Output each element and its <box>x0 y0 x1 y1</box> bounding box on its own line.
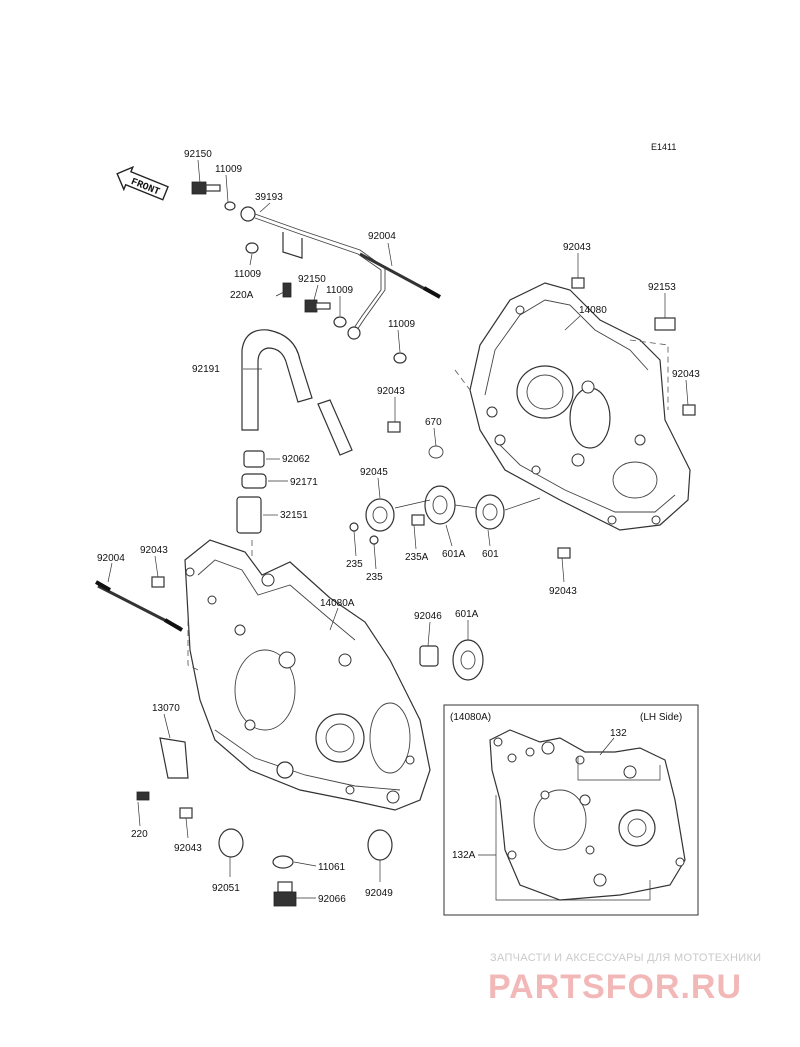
label-92043-right: 92043 <box>672 369 700 380</box>
leader-lines <box>107 159 689 899</box>
label-11009-c: 11009 <box>326 285 354 296</box>
label-92051: 92051 <box>212 883 240 894</box>
diagram-code: E1411 <box>651 142 676 152</box>
label-11009-d: 11009 <box>388 319 416 330</box>
plate-13070 <box>159 737 189 779</box>
label-92043-lower-left: 92043 <box>174 843 202 854</box>
label-132A: 132A <box>452 850 476 861</box>
label-92191: 92191 <box>192 364 220 375</box>
label-92043-top: 92043 <box>563 242 591 253</box>
label-92046: 92046 <box>414 611 442 622</box>
label-92004-top: 92004 <box>368 231 396 242</box>
label-92171: 92171 <box>290 477 318 488</box>
dowel-92043-d <box>557 547 571 559</box>
dowel-92043-a <box>571 277 585 289</box>
stud-92153 <box>654 317 676 331</box>
oil-pipe-assembly <box>191 181 407 364</box>
label-220: 220 <box>131 829 148 840</box>
dowel-92043-c <box>387 421 401 433</box>
bolt-220 <box>136 791 150 801</box>
crankcase-right-14080 <box>454 282 691 531</box>
breather-hose-92191 <box>241 329 353 456</box>
dowel-92043-e <box>151 576 165 588</box>
label-39193: 39193 <box>255 192 283 203</box>
label-92045: 92045 <box>360 467 388 478</box>
label-92153: 92153 <box>648 282 676 293</box>
grommet-92062 <box>243 450 265 468</box>
label-13070: 13070 <box>152 703 180 714</box>
inset-side-label: (LH Side) <box>640 712 682 723</box>
label-32151: 32151 <box>280 510 308 521</box>
label-14080A: 14080A <box>320 598 355 609</box>
label-670: 670 <box>425 417 442 428</box>
stud-92004-top <box>359 252 441 299</box>
watermark-brand: PARTSFOR.RU <box>488 968 743 1006</box>
part-labels: 92150 11009 39193 11009 220A 92150 11009… <box>97 149 700 905</box>
label-601A-lower: 601A <box>455 609 479 620</box>
bearing-group-upper <box>349 485 541 545</box>
stud-92004-left <box>95 580 184 632</box>
dowel-92043-b <box>682 404 696 416</box>
dowel-92043-f <box>179 807 193 819</box>
label-92049: 92049 <box>365 888 393 899</box>
label-14080: 14080 <box>579 305 607 316</box>
o-ring-670 <box>428 445 444 459</box>
label-92066: 92066 <box>318 894 346 905</box>
label-92004-left: 92004 <box>97 553 125 564</box>
seal-92049 <box>367 829 393 861</box>
seal-92051 <box>218 828 244 858</box>
pipe-32151 <box>236 496 262 534</box>
label-132: 132 <box>610 728 627 739</box>
watermark-tagline: ЗАПЧАСТИ И АКСЕССУАРЫ ДЛЯ МОТОТЕХНИКИ <box>490 952 762 964</box>
label-601A-upper: 601A <box>442 549 466 560</box>
label-235-a: 235 <box>346 559 363 570</box>
crankcase-left-14080A <box>184 539 431 811</box>
label-11009-b: 11009 <box>234 269 262 280</box>
label-601: 601 <box>482 549 499 560</box>
drain-plug-92066 <box>273 881 297 907</box>
label-220A: 220A <box>230 290 254 301</box>
label-92150-top: 92150 <box>184 149 212 160</box>
clamp-92171 <box>241 473 267 489</box>
label-235-b: 235 <box>366 572 383 583</box>
label-92043-bottom: 92043 <box>549 586 577 597</box>
front-arrow-icon: FRONT <box>116 165 169 201</box>
washer-11061 <box>272 855 294 869</box>
bearing-601A-lower <box>452 639 484 681</box>
label-92062: 92062 <box>282 454 310 465</box>
inset-lh-side <box>443 704 699 916</box>
label-92150-mid: 92150 <box>298 274 326 285</box>
label-11009-a: 11009 <box>215 164 243 175</box>
label-235A: 235A <box>405 552 429 563</box>
label-11061: 11061 <box>318 862 346 873</box>
bearing-92046 <box>419 645 439 667</box>
label-92043-mid: 92043 <box>377 386 405 397</box>
label-92043-left: 92043 <box>140 545 168 556</box>
inset-title: (14080A) <box>450 712 491 723</box>
